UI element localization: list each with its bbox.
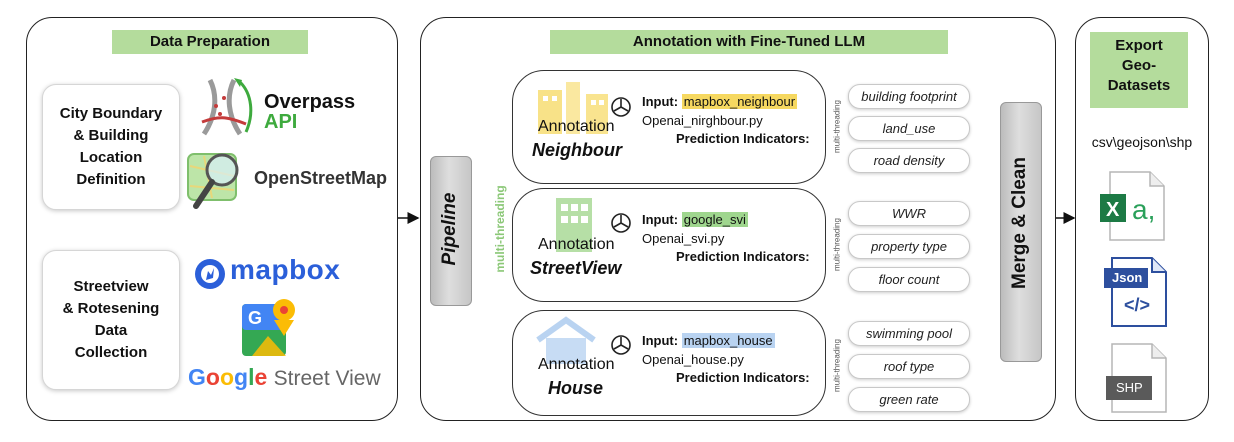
tag-land-use: land_use (848, 116, 970, 141)
house-annotation-label: Annotation (538, 356, 615, 373)
streetview-thread-label: multi-threading (832, 218, 842, 271)
house-script: Openai_house.py (642, 352, 744, 367)
excel-file-icon (1100, 171, 1165, 241)
openai-icon (611, 335, 631, 355)
export-title-line: Export (1115, 37, 1163, 54)
api-text: API (264, 111, 298, 133)
streetview-prediction-label: Prediction Indicators: (676, 249, 810, 264)
json-label: Json (1112, 270, 1143, 285)
city-boundary-line: Definition (76, 171, 146, 188)
input-label: Input: (642, 94, 679, 109)
tag-swimming-pool: swimming pool (848, 321, 970, 346)
pipeline-bar (430, 156, 472, 306)
neighbour-prediction-label: Prediction Indicators: (676, 131, 810, 146)
tag-property-type: property type (848, 234, 970, 259)
streetview-box-line: Streetview (73, 278, 149, 295)
city-boundary-line: Location (79, 149, 143, 166)
neighbour-input-value: mapbox_neighbour (681, 94, 798, 109)
tag-roof-type: roof type (848, 354, 970, 379)
house-icon (536, 316, 596, 364)
neighbour-script: Openai_nirghbour.py (642, 113, 763, 128)
json-file-icon (1104, 257, 1167, 327)
export-title-line: Datasets (1107, 77, 1171, 94)
city-boundary-box: City Boundary & Building Location Defini… (42, 84, 180, 210)
streetview-box-line: Data (94, 322, 128, 339)
neighbour-name: Neighbour (532, 140, 622, 160)
mapbox-icon (195, 259, 225, 289)
annotation-title: Annotation with Fine-Tuned LLM (550, 30, 948, 54)
house-thread-label: multi-threading (832, 339, 842, 392)
export-title: Export Geo- Datasets (1090, 32, 1188, 108)
openstreetmap-icon (187, 153, 239, 209)
streetview-name: StreetView (530, 258, 622, 278)
tag-road-density: road density (848, 148, 970, 173)
input-label: Input: (642, 212, 679, 227)
house-input-value: mapbox_house (681, 333, 775, 348)
city-boundary-line: City Boundary (59, 105, 163, 122)
neighbour-buildings-icon (538, 82, 608, 134)
streetview-building-icon (556, 198, 592, 252)
openstreetmap-label: OpenStreetMap (254, 168, 388, 188)
house-input-line: Input: mapbox_house (642, 333, 775, 348)
neighbour-thread-label: multi-threading (832, 100, 842, 153)
google-street-view-label: Google Street View (188, 364, 381, 391)
excel-x-glyph: X (1106, 199, 1120, 221)
streetview-collection-box: Streetview & Rotesening Data Collection (42, 250, 180, 390)
annotation-card-neighbour (512, 70, 826, 184)
streetview-annotation-label: Annotation (538, 236, 615, 253)
pipeline-multithreading-label: multi-threading (493, 185, 507, 273)
export-formats: csv\geojson\shp (1091, 134, 1193, 150)
shp-label: SHP (1116, 380, 1143, 395)
pipeline-label: Pipeline (439, 192, 460, 266)
code-icon: </> (1124, 295, 1151, 315)
input-label: Input: (642, 333, 679, 348)
svg-text:G: G (248, 308, 262, 328)
house-prediction-label: Prediction Indicators: (676, 370, 810, 385)
google-street-view-icon: G (242, 299, 295, 356)
tag-floor-count: floor count (848, 267, 970, 292)
overpass-api-icon (201, 78, 253, 136)
shp-file-icon (1106, 343, 1167, 413)
merge-clean-bar (1000, 102, 1042, 362)
streetview-box-line: Collection (74, 344, 148, 361)
neighbour-annotation-label: Annotation (538, 118, 615, 135)
openai-icon (611, 213, 631, 233)
house-name: House (548, 378, 604, 398)
street-view-text: Street View (273, 367, 381, 390)
data-preparation-title: Data Preparation (112, 30, 308, 54)
overpass-text: Overpass (264, 91, 356, 113)
merge-clean-label: Merge & Clean (1009, 157, 1030, 289)
neighbour-input-line: Input: mapbox_neighbour (642, 94, 798, 109)
city-boundary-line: & Building (73, 127, 149, 144)
tag-wwr: WWR (848, 201, 970, 226)
streetview-box-line: & Rotesening (62, 300, 160, 317)
excel-a-glyph: a, (1132, 194, 1156, 225)
streetview-script: Openai_svi.py (642, 231, 725, 246)
overpass-label: Overpass API (264, 92, 355, 132)
mapbox-label: mapbox (230, 254, 341, 285)
google-wordmark: Google (188, 364, 268, 390)
tag-green-rate: green rate (848, 387, 970, 412)
streetview-input-value: google_svi (681, 212, 748, 227)
streetview-input-line: Input: google_svi (642, 212, 748, 227)
export-title-line: Geo- (1121, 57, 1157, 74)
openai-icon (611, 97, 631, 117)
tag-building-footprint: building footprint (848, 84, 970, 109)
